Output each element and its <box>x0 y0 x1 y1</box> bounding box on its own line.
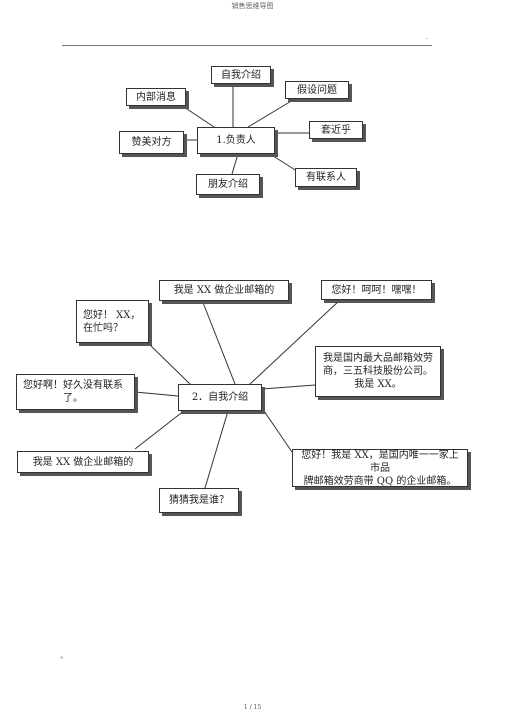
node-praise-other: 赞美对方 <box>119 131 184 154</box>
header-mark: . <box>426 33 429 41</box>
node-guess-who: 猜猜我是谁？ <box>159 488 239 513</box>
node-biggest-email-provider: 我是国内最大品邮箱效劳 商，三五科技股份公司。 我是 XX。 <box>315 346 441 397</box>
node-hello-haha: 您好！呵呵！嘿嘿！ <box>321 280 432 300</box>
node-hello-busy: 您好！ XX， 在忙吗？ <box>76 300 149 343</box>
node-friend-referral: 朋友介绍 <box>196 174 260 195</box>
node-center-self-intro: 2．自我介绍 <box>178 384 262 411</box>
node-center-responsible-person: 1.负责人 <box>197 127 275 154</box>
document-title: 销售思维导图 <box>231 2 274 10</box>
node-hypothetical-question: 假设问题 <box>285 81 349 99</box>
footer-mark: " <box>60 656 64 664</box>
node-unique-listed-provider: 您好！我是 XX，是国内唯一一家上市品 牌邮箱效劳商带 QQ 的企业邮箱。 <box>292 449 468 487</box>
node-top-email-intro: 我是 XX 做企业邮箱的 <box>159 280 289 301</box>
node-long-time-no-contact: 您好啊！好久没有联系 了。 <box>16 374 135 410</box>
node-contact-person: 有联系人 <box>295 168 357 187</box>
node-get-close: 套近乎 <box>309 121 363 139</box>
node-internal-news: 内部消息 <box>126 88 186 106</box>
page-number: 1 / 15 <box>243 704 262 711</box>
node-left-email-intro: 我是 XX 做企业邮箱的 <box>17 451 149 473</box>
node-self-intro: 自我介绍 <box>211 66 271 84</box>
header-rule <box>62 45 432 46</box>
